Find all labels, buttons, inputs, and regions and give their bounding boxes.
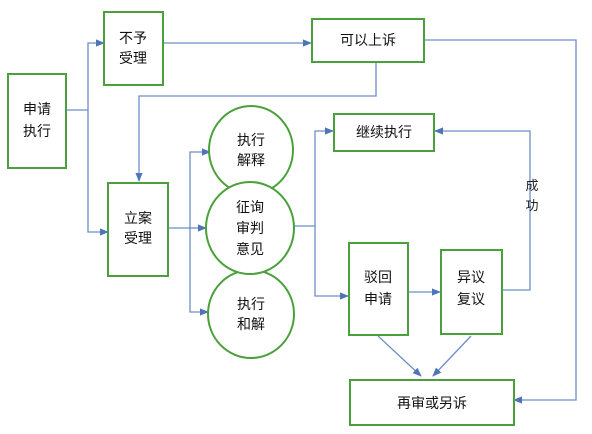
node-reject: 不予 受理	[103, 11, 164, 86]
node-objection-review: 异议 复议	[440, 249, 503, 335]
node-objection-review-line2: 复议	[457, 291, 485, 308]
node-settlement: 执行 和解	[207, 269, 295, 359]
node-continue-execution-line1: 继续执行	[356, 124, 412, 141]
node-appeal-line1: 可以上诉	[340, 33, 396, 49]
node-reject-line2: 受理	[119, 51, 147, 67]
connector-apply-to-accept	[87, 110, 109, 236]
node-dismiss-application-line2: 申请	[364, 292, 392, 308]
node-execution-explanation-line2: 解释	[237, 153, 265, 169]
node-dismiss-application: 驳回 申请	[348, 242, 409, 336]
connector-trunk-to-settle	[189, 228, 209, 316]
success-label-line2: 功	[525, 199, 538, 214]
connector-sue-to-accept	[135, 62, 377, 182]
node-retrial-or-new-suit-line1: 再审或另诉	[397, 396, 467, 412]
node-settlement-line2: 和解	[237, 317, 265, 333]
connector-objection-to-retrial	[432, 335, 472, 377]
connector-objection-to-continue	[434, 127, 531, 291]
connector-trunk-to-explain	[189, 148, 211, 228]
node-apply-execution-line2: 执行	[23, 124, 51, 140]
node-appeal: 可以上诉	[311, 18, 425, 63]
success-label-line1: 成	[525, 179, 538, 194]
node-settlement-line1: 执行	[237, 297, 265, 313]
connector-apply-to-reject	[66, 39, 105, 111]
node-reject-line1: 不予	[119, 31, 147, 47]
node-objection-review-line1: 异议	[457, 270, 485, 286]
node-execution-explanation: 执行 解释	[208, 105, 294, 195]
node-dismiss-application-line1: 驳回	[364, 270, 392, 286]
connectors	[66, 39, 577, 404]
connector-opinion-to-continue	[314, 127, 334, 226]
connector-opinion-to-dismiss	[314, 226, 349, 300]
node-continue-execution: 继续执行	[333, 113, 435, 152]
node-trial-opinion: 征询 审判 意见	[205, 181, 295, 275]
node-accept-case-line1: 立案	[124, 210, 152, 227]
node-execution-explanation-line1: 执行	[237, 133, 265, 149]
node-trial-opinion-line2: 审判	[236, 221, 264, 237]
node-accept-case-line2: 受理	[124, 231, 152, 247]
node-retrial-or-new-suit: 再审或另诉	[349, 379, 515, 426]
node-trial-opinion-line1: 征询	[236, 200, 264, 216]
node-apply-execution-line1: 申请	[23, 102, 51, 118]
connector-dismiss-to-retrial	[377, 335, 422, 377]
node-apply-execution: 申请 执行	[7, 73, 67, 169]
node-trial-opinion-line3: 意见	[236, 241, 264, 258]
connector-sue-to-retrial	[424, 39, 577, 404]
node-accept-case: 立案 受理	[107, 182, 169, 277]
